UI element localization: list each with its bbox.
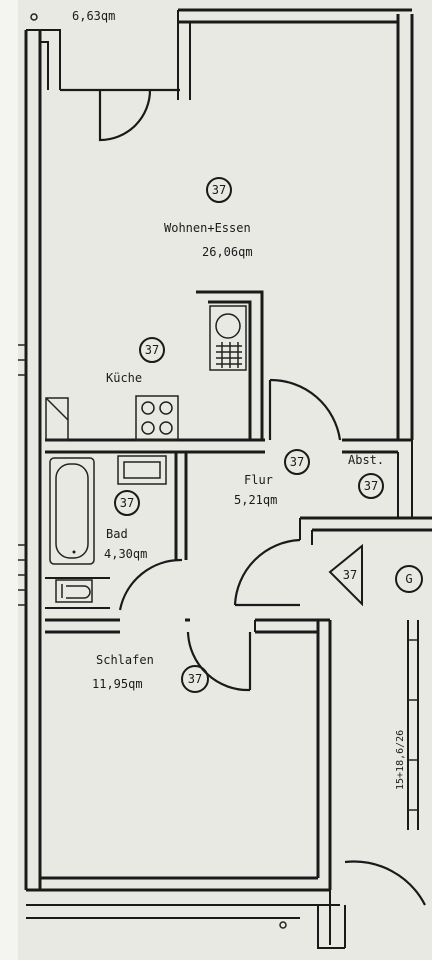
washbasin-icon bbox=[117, 455, 167, 485]
triangle-marker-label: 37 bbox=[343, 568, 357, 582]
g-marker-label: G bbox=[405, 572, 412, 586]
door-living bbox=[269, 378, 342, 441]
bad-name: Bad bbox=[106, 527, 128, 541]
stove-icon bbox=[135, 395, 179, 441]
mark-circle-bottom bbox=[279, 921, 287, 929]
abst-name: Abst. bbox=[348, 453, 384, 467]
bad-tag-ring bbox=[114, 490, 140, 516]
schlafen-tag-ring bbox=[181, 665, 209, 693]
toilet-icon bbox=[55, 579, 93, 603]
wohnen-tag: 37 bbox=[212, 183, 226, 197]
door-stair bbox=[344, 860, 426, 906]
internal-walls bbox=[45, 290, 432, 634]
bad-tag: 37 bbox=[120, 496, 134, 510]
abst-tag: 37 bbox=[364, 479, 378, 493]
g-marker-ring bbox=[395, 565, 423, 593]
fixtures bbox=[18, 305, 419, 830]
door-entrance bbox=[233, 538, 301, 606]
schlafen-name: Schlafen bbox=[96, 653, 154, 667]
flur-tag: 37 bbox=[290, 455, 304, 469]
schlafen-tag: 37 bbox=[188, 672, 202, 686]
kueche-name: Küche bbox=[106, 371, 142, 385]
abst-tag-ring bbox=[358, 473, 384, 499]
door-bad bbox=[118, 558, 183, 611]
flur-area: 5,21qm bbox=[234, 493, 277, 507]
top-room-area: 6,63qm bbox=[72, 9, 115, 23]
door-balcony bbox=[98, 89, 152, 142]
bad-area: 4,30qm bbox=[104, 547, 147, 561]
schlafen-area: 11,95qm bbox=[92, 677, 143, 691]
flur-name: Flur bbox=[244, 473, 273, 487]
kueche-tag: 37 bbox=[145, 343, 159, 357]
wohnen-name: Wohnen+Essen bbox=[164, 221, 251, 235]
side-note: 15+18,6/26 bbox=[395, 730, 406, 790]
outer-walls bbox=[24, 8, 414, 949]
sink-icon bbox=[215, 313, 241, 339]
wohnen-tag-ring bbox=[206, 177, 232, 203]
triangle-marker bbox=[328, 543, 363, 607]
flur-tag-ring bbox=[284, 449, 310, 475]
bathtub-icon bbox=[49, 457, 95, 565]
kueche-tag-ring bbox=[139, 337, 165, 363]
paper-margin bbox=[0, 0, 18, 960]
wohnen-area: 26,06qm bbox=[202, 245, 253, 259]
mark-circle-top bbox=[30, 13, 38, 21]
